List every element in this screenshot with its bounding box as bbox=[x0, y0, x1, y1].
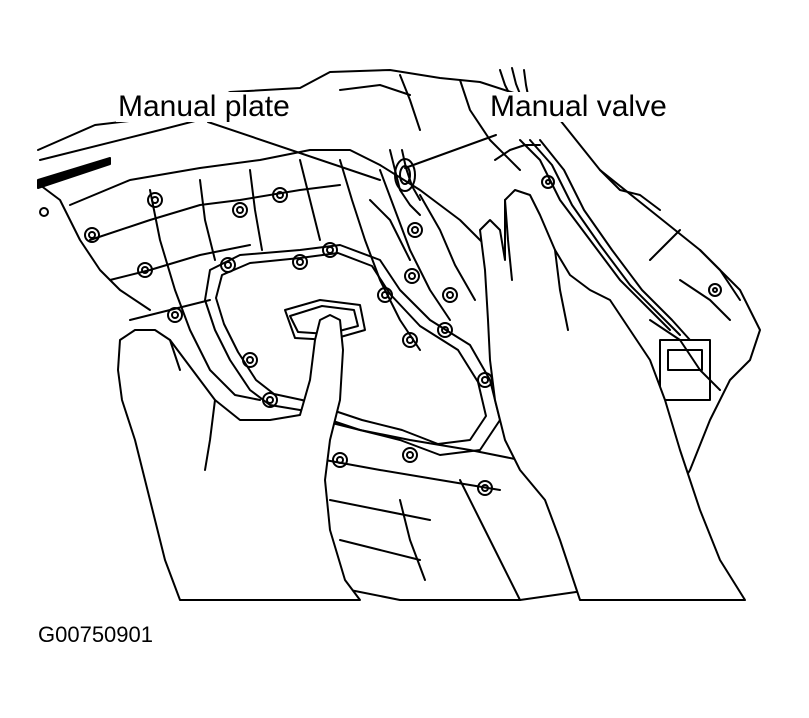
figure-code: G00750901 bbox=[38, 622, 153, 647]
bolts bbox=[39, 175, 722, 496]
transmission-case bbox=[37, 69, 761, 601]
manual-plate-label: Manual plate bbox=[116, 90, 292, 123]
manual-valve bbox=[369, 149, 421, 261]
case-edge-band bbox=[37, 157, 111, 189]
left-hand bbox=[117, 314, 361, 601]
manual-plate-leader bbox=[207, 121, 381, 181]
wiring-harness bbox=[494, 67, 711, 401]
manual-valve-leader bbox=[404, 134, 497, 169]
manual-valve-label: Manual valve bbox=[488, 90, 669, 123]
right-hand bbox=[479, 189, 746, 601]
